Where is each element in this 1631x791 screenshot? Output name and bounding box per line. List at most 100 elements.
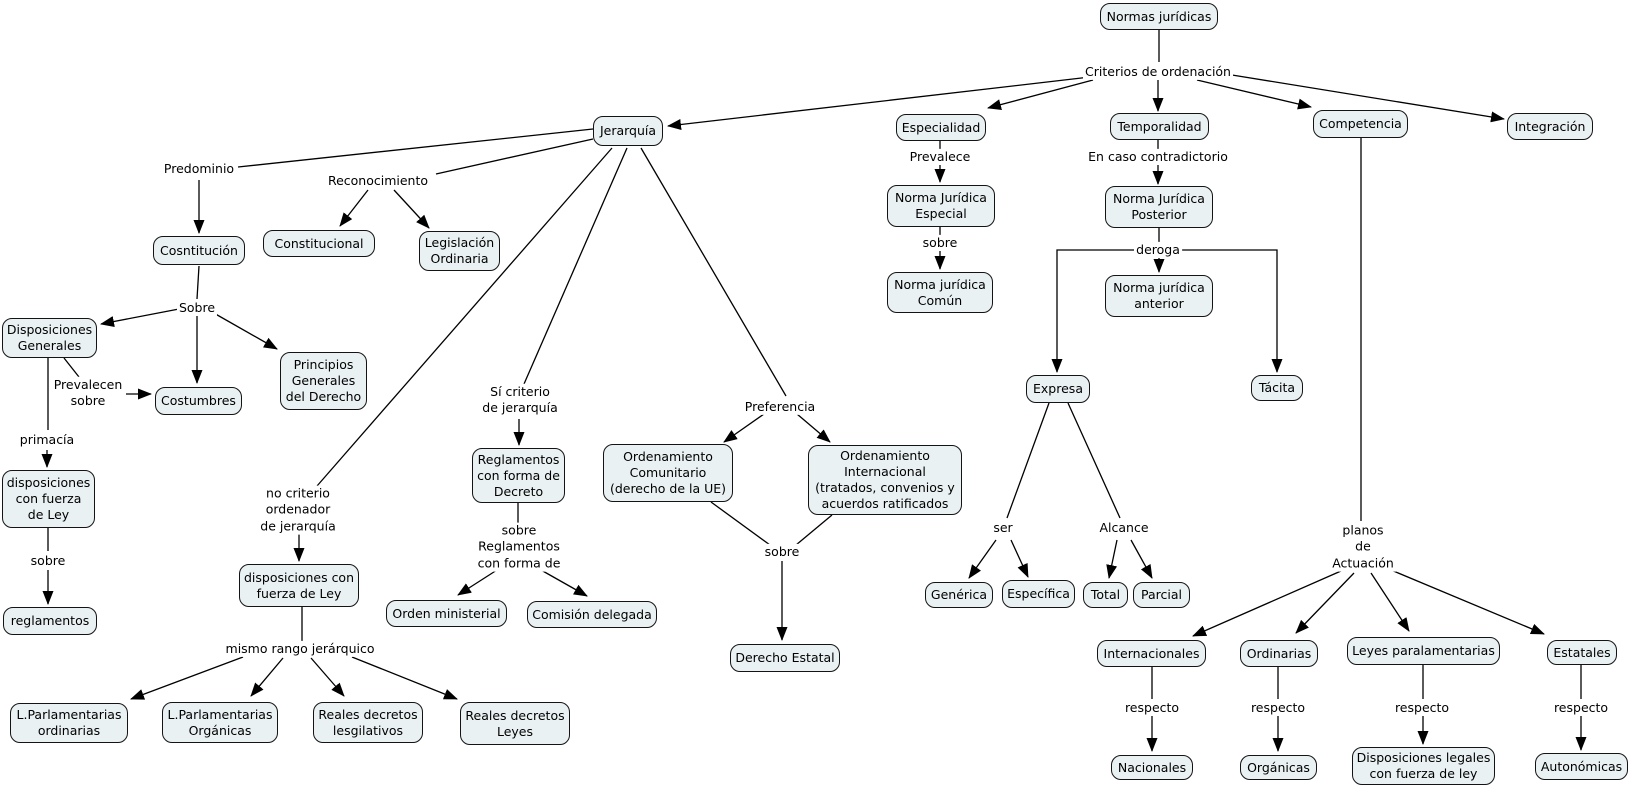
node-integracion[interactable]: Integración — [1507, 113, 1593, 140]
edge-sobre-regl-a-orden-ministerial — [457, 569, 498, 596]
link-label-si-criterio-jerarquia[interactable]: Sí criterio de jerarquía — [480, 383, 560, 417]
node-ordenamiento-comunitario[interactable]: Ordenamiento Comunitario (derecho de la … — [603, 444, 733, 502]
edge-sobre-a-disposiciones-generales — [100, 308, 180, 327]
link-label-ser[interactable]: ser — [991, 519, 1015, 537]
node-especifica[interactable]: Específica — [1002, 580, 1075, 608]
edge-criterios-a-jerarquia — [667, 76, 1091, 130]
node-reales-decretos-lesgilativos[interactable]: Reales decretos lesgilativos — [313, 702, 423, 743]
node-expresa[interactable]: Expresa — [1026, 375, 1090, 403]
node-competencia[interactable]: Competencia — [1313, 110, 1408, 138]
edge-deroga-a-tacita — [1182, 249, 1283, 373]
node-constitucional[interactable]: Constitucional — [263, 230, 375, 257]
node-nacionales[interactable]: Nacionales — [1111, 755, 1193, 780]
link-label-respecto-estatales[interactable]: respecto — [1551, 699, 1611, 717]
edge-jerarquia-a-preferencia — [640, 147, 787, 397]
node-leyes-paralamentarias[interactable]: Leyes paralamentarias — [1347, 637, 1500, 665]
link-label-no-criterio-ordenador[interactable]: no criterio ordenador de jerarquía — [258, 485, 338, 535]
edge-alcance-a-total — [1106, 539, 1118, 579]
edge-expresa-a-alcance — [1067, 402, 1121, 519]
node-organicas[interactable]: Orgánicas — [1240, 755, 1317, 780]
node-costumbres[interactable]: Costumbres — [155, 387, 242, 415]
link-label-primacia[interactable]: primacía — [17, 431, 77, 449]
link-label-reconocimiento[interactable]: Reconocimiento — [325, 172, 431, 190]
link-label-respecto-internacionales[interactable]: respecto — [1122, 699, 1182, 717]
link-label-prevalecen-sobre[interactable]: Prevalecen sobre — [51, 376, 125, 410]
link-label-preferencia[interactable]: Preferencia — [742, 398, 818, 416]
edge-planos-a-internacionales — [1192, 570, 1342, 637]
edge-ord-internacional-a-sobre — [795, 514, 833, 546]
node-reglamentos[interactable]: reglamentos — [3, 607, 97, 635]
node-ordinarias[interactable]: Ordinarias — [1240, 640, 1318, 667]
edge-jerarquia-a-si-criterio — [523, 147, 628, 385]
node-norma-juridica-especial[interactable]: Norma Jurídica Especial — [887, 185, 995, 227]
node-l-parlamentarias-organicas[interactable]: L.Parlamentarias Orgánicas — [162, 702, 278, 743]
node-principios-generales-derecho[interactable]: Principios Generales del Derecho — [280, 352, 367, 410]
edge-sobre-regl-a-comision-delegada — [540, 569, 588, 597]
edges-group — [41, 30, 1587, 752]
link-label-sobre-reglamentos-forma[interactable]: sobre Reglamentos con forma de — [475, 522, 563, 572]
link-label-en-caso-contradictorio[interactable]: En caso contradictorio — [1086, 148, 1230, 166]
edge-expresa-a-ser — [1006, 402, 1050, 519]
node-especialidad[interactable]: Especialidad — [896, 114, 986, 141]
node-tacita[interactable]: Tácita — [1251, 375, 1303, 401]
link-label-planos-de-actuacion[interactable]: planos de Actuación — [1330, 522, 1396, 572]
link-label-sobre-fuerza-ley[interactable]: sobre — [28, 552, 68, 570]
node-normas-juridicas[interactable]: Normas jurídicas — [1100, 3, 1218, 30]
node-estatales[interactable]: Estatales — [1547, 640, 1617, 665]
link-label-sobre-constitucion[interactable]: Sobre — [176, 299, 218, 317]
node-cosntitucion[interactable]: Cosntitución — [153, 236, 245, 265]
node-legislacion-ordinaria[interactable]: Legislación Ordinaria — [419, 231, 500, 271]
edge-alcance-a-parcial — [1130, 539, 1153, 579]
node-disposiciones-legales-fuerza-ley[interactable]: Disposiciones legales con fuerza de ley — [1352, 747, 1495, 785]
node-disposiciones-fuerza-ley-centro[interactable]: disposiciones con fuerza de Ley — [239, 564, 359, 607]
link-label-alcance[interactable]: Alcance — [1097, 519, 1151, 537]
edge-planos-a-paralamentarias — [1370, 572, 1410, 632]
edge-mismo-rango-a-rd-leyes — [351, 656, 458, 700]
link-label-sobre-especial[interactable]: sobre — [920, 234, 960, 252]
edge-planos-a-ordinarias — [1295, 572, 1355, 634]
edge-mismo-rango-a-lp-organicas — [250, 657, 284, 697]
edge-disposiciones-generales-a-prevalecen — [63, 357, 80, 378]
node-norma-juridica-posterior[interactable]: Norma Jurídica Posterior — [1105, 186, 1213, 228]
edge-reconocimiento-a-constitucional — [339, 189, 369, 227]
node-derecho-estatal[interactable]: Derecho Estatal — [730, 644, 840, 672]
node-disposiciones-generales[interactable]: Disposiciones Generales — [2, 318, 97, 358]
edge-ser-a-especifica — [1010, 539, 1029, 578]
node-jerarquia[interactable]: Jerarquía — [593, 116, 663, 146]
node-autonomicas[interactable]: Autonómicas — [1535, 753, 1628, 780]
edge-preferencia-a-ord-comunitario — [723, 413, 765, 443]
node-internacionales[interactable]: Internacionales — [1097, 640, 1206, 667]
edge-mismo-rango-a-lp-ordinarias — [130, 656, 244, 700]
edge-ser-a-generica — [968, 539, 997, 579]
link-label-mismo-rango-jerarquico[interactable]: mismo rango jerárquico — [223, 640, 377, 658]
link-label-respecto-ordinarias[interactable]: respecto — [1248, 699, 1308, 717]
node-disposiciones-fuerza-ley-izq[interactable]: disposiciones con fuerza de Ley — [2, 470, 95, 528]
edge-jerarquia-a-predominio — [237, 128, 594, 168]
node-ordenamiento-internacional[interactable]: Ordenamiento Internacional (tratados, co… — [808, 445, 962, 515]
edge-preferencia-a-ord-internacional — [796, 413, 831, 443]
link-label-respecto-paralamentarias[interactable]: respecto — [1392, 699, 1452, 717]
edge-jerarquia-a-no-criterio — [316, 147, 613, 487]
link-label-deroga[interactable]: deroga — [1134, 241, 1182, 259]
edge-criterios-a-especialidad — [987, 79, 1094, 110]
node-reales-decretos-leyes[interactable]: Reales decretos Leyes — [460, 702, 570, 745]
link-label-prevalece[interactable]: Prevalece — [907, 148, 973, 166]
node-comision-delegada[interactable]: Comisión delegada — [527, 601, 657, 628]
node-generica[interactable]: Genérica — [925, 582, 993, 608]
node-temporalidad[interactable]: Temporalidad — [1110, 113, 1209, 140]
node-norma-juridica-comun[interactable]: Norma jurídica Común — [887, 272, 993, 313]
link-label-sobre-ordenamientos[interactable]: sobre — [762, 543, 802, 561]
link-label-predominio[interactable]: Predominio — [161, 160, 237, 178]
edge-sobre-a-principios — [211, 311, 278, 350]
node-l-parlamentarias-ordinarias[interactable]: L.Parlamentarias ordinarias — [10, 703, 128, 743]
edge-reconocimiento-a-legislacion — [393, 189, 430, 229]
node-reglamentos-forma-decreto[interactable]: Reglamentos con forma de Decreto — [472, 448, 565, 503]
node-orden-ministerial[interactable]: Orden ministerial — [386, 600, 507, 627]
node-total[interactable]: Total — [1083, 582, 1128, 608]
node-parcial[interactable]: Parcial — [1133, 582, 1190, 608]
link-label-criterios-de-ordenacion[interactable]: Criterios de ordenación — [1083, 63, 1233, 81]
edge-jerarquia-a-reconocimiento — [435, 138, 594, 175]
node-norma-juridica-anterior[interactable]: Norma jurídica anterior — [1105, 275, 1213, 317]
